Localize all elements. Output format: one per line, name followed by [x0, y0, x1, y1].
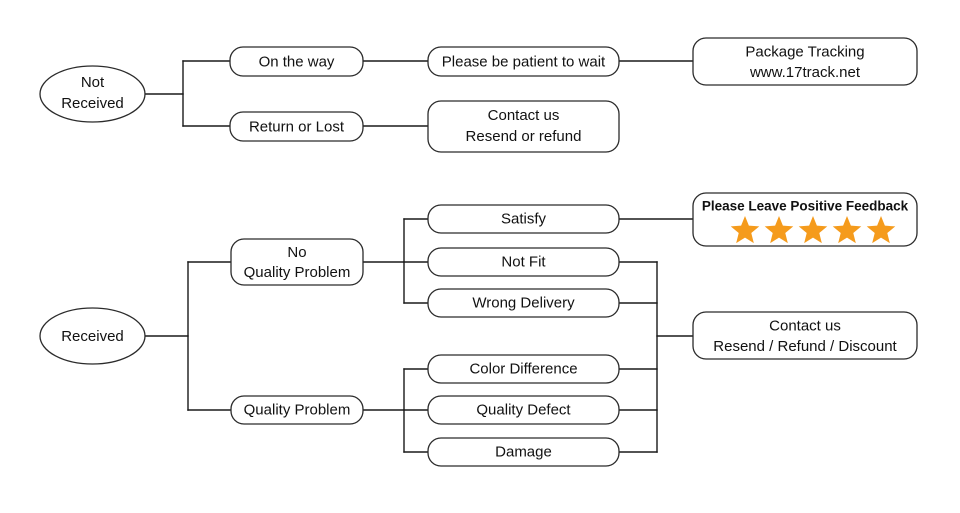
package-tracking-box: [692, 37, 918, 86]
node-quality-defect[interactable]: Quality Defect: [427, 395, 620, 425]
return-or-lost-box: [229, 111, 364, 142]
node-please-be-patient[interactable]: Please be patient to wait: [427, 46, 620, 77]
damage-label: Damage: [495, 443, 552, 460]
node-not-fit[interactable]: Not Fit: [427, 247, 620, 277]
package-tracking-url: www.17track.net: [749, 64, 861, 81]
node-damage[interactable]: Damage: [427, 437, 620, 467]
not-received-label-line1: Not: [81, 74, 105, 91]
node-contact-resend-refund[interactable]: Contact us Resend or refund: [427, 100, 620, 153]
node-received[interactable]: Received: [39, 307, 146, 365]
contact-resend-refund-discount-box: [692, 311, 918, 360]
node-satisfy[interactable]: Satisfy: [427, 204, 620, 234]
node-quality-problem[interactable]: Quality Problem: [230, 395, 364, 425]
wrong-delivery-box: [427, 288, 620, 318]
color-difference-box: [427, 354, 620, 384]
received-label: Received: [61, 328, 124, 345]
node-package-tracking[interactable]: Package Tracking www.17track.net: [692, 37, 918, 86]
star-icon[interactable]: [730, 216, 760, 244]
package-tracking-line1: Package Tracking: [745, 43, 864, 60]
quality-problem-box: [230, 395, 364, 425]
quality-defect-label: Quality Defect: [476, 401, 571, 418]
not-fit-box: [427, 247, 620, 277]
not-received-label-line2: Received: [61, 95, 124, 112]
quality-defect-box: [427, 395, 620, 425]
please-be-patient-label: Please be patient to wait: [442, 53, 606, 70]
node-color-difference[interactable]: Color Difference: [427, 354, 620, 384]
quality-problem-label: Quality Problem: [244, 401, 351, 418]
on-the-way-box: [229, 46, 364, 77]
on-the-way-label: On the way: [259, 53, 335, 70]
star-icon[interactable]: [764, 216, 794, 244]
node-on-the-way[interactable]: On the way: [229, 46, 364, 77]
return-or-lost-label: Return or Lost: [249, 118, 345, 135]
contact-resend-refund-box: [427, 100, 620, 153]
please-be-patient-box: [427, 46, 620, 77]
satisfy-label: Satisfy: [501, 210, 547, 227]
damage-box: [427, 437, 620, 467]
star-icon[interactable]: [866, 216, 896, 244]
contact-resend-refund-line2: Resend or refund: [466, 128, 582, 145]
color-difference-label: Color Difference: [469, 360, 577, 377]
received-ellipse: [39, 307, 146, 365]
node-positive-feedback[interactable]: Please Leave Positive Feedback: [692, 192, 918, 247]
no-quality-problem-line1: No: [287, 244, 306, 261]
no-quality-problem-line2: Quality Problem: [244, 264, 351, 281]
satisfy-box: [427, 204, 620, 234]
contact-resend-refund-line1: Contact us: [488, 107, 560, 124]
not-received-ellipse: [39, 65, 146, 123]
no-quality-problem-box: [230, 238, 364, 286]
node-contact-resend-refund-discount[interactable]: Contact us Resend / Refund / Discount: [692, 311, 918, 360]
star-icon[interactable]: [832, 216, 862, 244]
wrong-delivery-label: Wrong Delivery: [472, 294, 575, 311]
star-icon[interactable]: [798, 216, 828, 244]
not-fit-label: Not Fit: [501, 253, 546, 270]
node-not-received[interactable]: Not Received: [39, 65, 146, 123]
node-return-or-lost[interactable]: Return or Lost: [229, 111, 364, 142]
node-no-quality-problem[interactable]: No Quality Problem: [230, 238, 364, 286]
contact-discount-line2: Resend / Refund / Discount: [713, 338, 897, 355]
positive-feedback-label: Please Leave Positive Feedback: [702, 199, 909, 214]
contact-discount-line1: Contact us: [769, 317, 841, 334]
node-wrong-delivery[interactable]: Wrong Delivery: [427, 288, 620, 318]
star-rating[interactable]: [730, 216, 896, 244]
